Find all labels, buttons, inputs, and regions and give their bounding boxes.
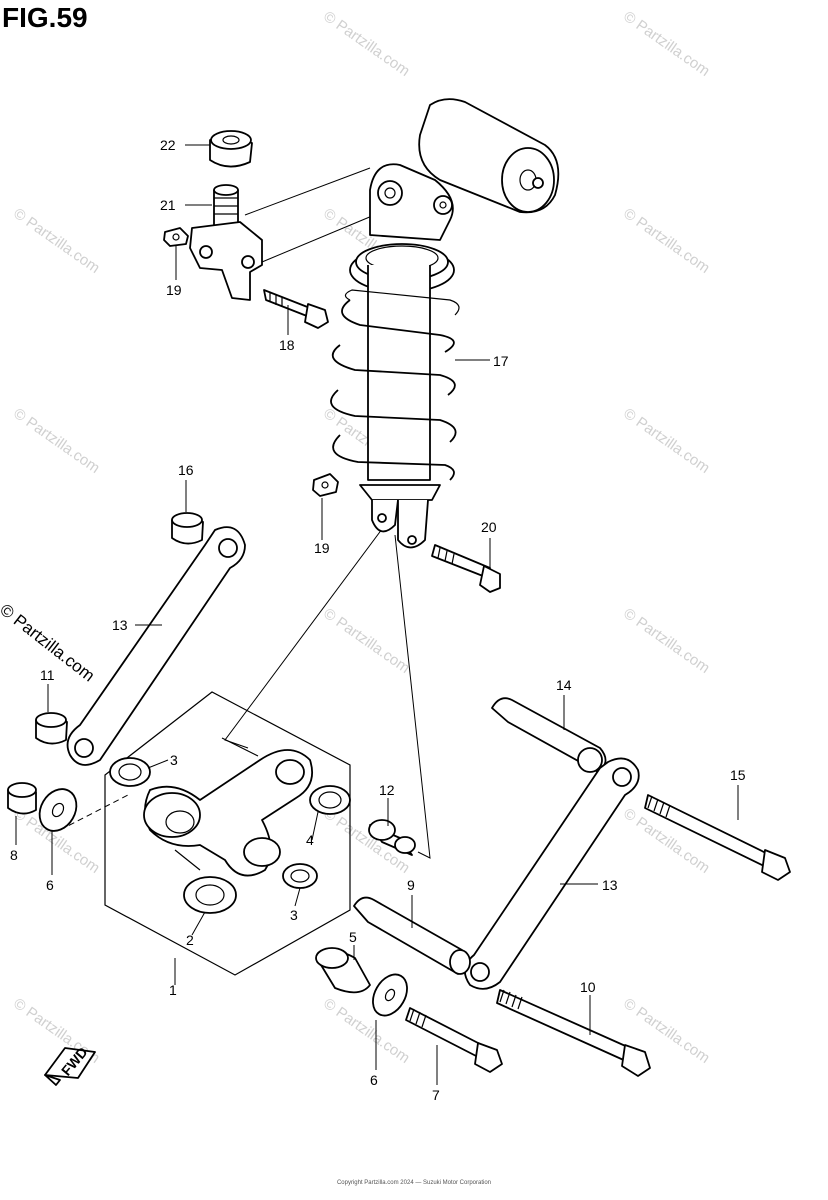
- callout-22: 22: [160, 137, 176, 153]
- callout-4: 4: [306, 832, 314, 848]
- callout-1: 1: [169, 982, 177, 998]
- callout-13-left: 13: [112, 617, 128, 633]
- callout-leaders: [15, 144, 739, 1085]
- callout-20: 20: [481, 519, 497, 535]
- callouts: 22 21 19 18 17 16 19 20 13 11 3 4 3 2 1 …: [10, 137, 746, 1103]
- callout-11: 11: [40, 667, 55, 683]
- callout-14: 14: [556, 677, 572, 693]
- callout-5: 5: [349, 929, 357, 945]
- bolt-10[interactable]: [496, 989, 651, 1077]
- callout-17: 17: [493, 353, 509, 369]
- nut-11[interactable]: [35, 712, 68, 745]
- bolt-15[interactable]: [644, 794, 791, 881]
- callout-6-left: 6: [46, 877, 54, 893]
- nut-19-lower[interactable]: [312, 473, 339, 497]
- callout-16: 16: [178, 462, 194, 478]
- callout-7: 7: [432, 1087, 440, 1103]
- fwd-arrow-icon: FWD: [44, 1044, 96, 1086]
- callout-8: 8: [10, 847, 18, 863]
- callout-13-right: 13: [602, 877, 618, 893]
- callout-19-lower: 19: [314, 540, 330, 556]
- callout-6-right: 6: [370, 1072, 378, 1088]
- cushion-lever-assembly[interactable]: [104, 691, 351, 976]
- callout-3-upper: 3: [170, 752, 178, 768]
- callout-2: 2: [186, 932, 194, 948]
- callout-12: 12: [379, 782, 395, 798]
- callout-18: 18: [279, 337, 295, 353]
- upper-nut[interactable]: [209, 130, 253, 168]
- copyright-footer: Copyright Partzilla.com 2024 — Suzuki Mo…: [336, 1180, 492, 1186]
- spacer-5[interactable]: [315, 947, 371, 994]
- cushion-rod-left[interactable]: [66, 526, 246, 766]
- nut-19-upper[interactable]: [163, 227, 189, 247]
- sleeve-9[interactable]: [353, 896, 471, 975]
- callout-15: 15: [730, 767, 746, 783]
- upper-bracket[interactable]: [189, 184, 263, 301]
- spacer-12[interactable]: [368, 819, 416, 856]
- nut-8[interactable]: [7, 782, 37, 815]
- callout-10: 10: [580, 979, 596, 995]
- sleeve-14[interactable]: [491, 697, 607, 773]
- callout-21: 21: [160, 197, 176, 213]
- cushion-rod-right[interactable]: [464, 757, 640, 990]
- callout-19-upper: 19: [166, 282, 182, 298]
- callout-9: 9: [407, 877, 415, 893]
- rear-shock-absorber[interactable]: [330, 98, 560, 549]
- bolt-20[interactable]: [431, 544, 501, 593]
- figure-title: FIG.59: [2, 2, 88, 33]
- washer-6-left[interactable]: [32, 782, 83, 837]
- bolt-18[interactable]: [263, 289, 329, 329]
- nut-16[interactable]: [171, 512, 204, 545]
- bolt-7[interactable]: [405, 1007, 503, 1073]
- callout-3-lower: 3: [290, 907, 298, 923]
- washer-6-right[interactable]: [366, 968, 414, 1021]
